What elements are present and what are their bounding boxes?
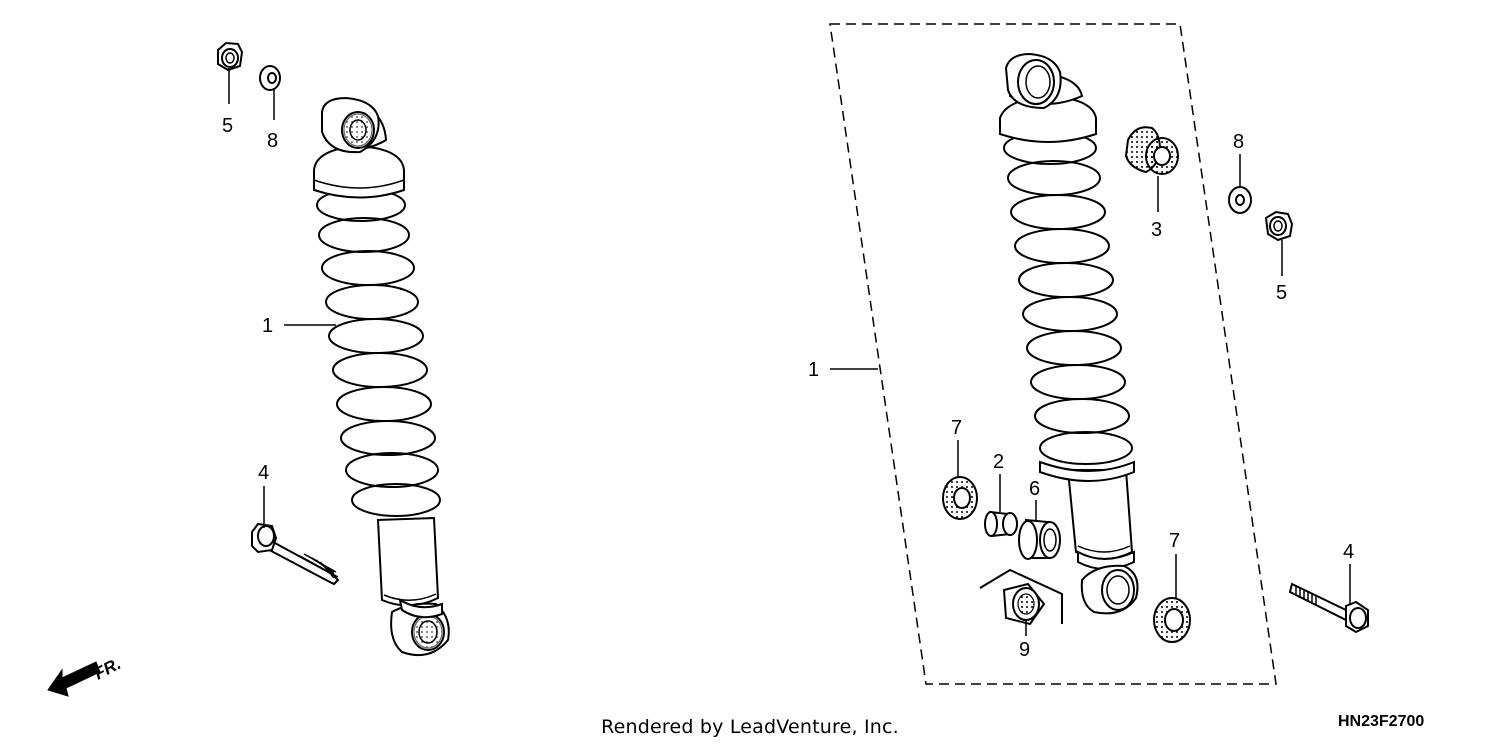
collar-2[interactable] [984, 510, 1018, 538]
right-shock-absorber[interactable] [999, 52, 1139, 615]
left-nut-5[interactable] [217, 41, 244, 72]
right-washer-8[interactable] [1228, 186, 1252, 214]
callout-right-3: 3 [1151, 219, 1162, 241]
right-bolt-4[interactable] [1288, 582, 1369, 634]
callout-right-4: 4 [1343, 541, 1354, 563]
rendered-by-credit: Rendered by LeadVenture, Inc. [601, 716, 899, 738]
bearing-9[interactable] [979, 568, 1063, 626]
callout-left-4: 4 [258, 462, 269, 484]
diagram-code: HN23F2700 [1338, 713, 1425, 730]
assembly-boundary [829, 23, 1277, 685]
callout-right-6: 6 [1029, 478, 1040, 500]
callout-right-1: 1 [808, 359, 819, 381]
left-bolt-4[interactable] [251, 522, 340, 586]
dust-seal-7-lower[interactable] [1153, 597, 1191, 643]
right-spring [1003, 131, 1133, 465]
front-direction-label: FR. [91, 654, 124, 684]
callout-right-2: 2 [993, 451, 1004, 473]
callout-right-7-upper: 7 [951, 417, 962, 439]
needle-bearing-6[interactable] [1018, 518, 1061, 560]
left-shock-absorber[interactable] [313, 96, 450, 656]
callout-left-1: 1 [262, 315, 273, 337]
left-spring [316, 188, 441, 517]
right-nut-5[interactable] [1264, 210, 1294, 242]
leader-lines [228, 68, 1351, 636]
callout-left-8: 8 [267, 130, 278, 152]
callout-right-9: 9 [1019, 639, 1030, 661]
callout-left-5: 5 [222, 115, 233, 137]
dust-seal-7-upper[interactable] [942, 476, 978, 520]
callout-right-8: 8 [1233, 131, 1244, 153]
left-washer-8[interactable] [259, 65, 281, 91]
callout-right-7-lower: 7 [1169, 530, 1180, 552]
callout-right-5: 5 [1276, 282, 1287, 304]
rubber-bushing-3[interactable] [1124, 126, 1179, 175]
front-direction-arrow: FR. [47, 654, 124, 697]
